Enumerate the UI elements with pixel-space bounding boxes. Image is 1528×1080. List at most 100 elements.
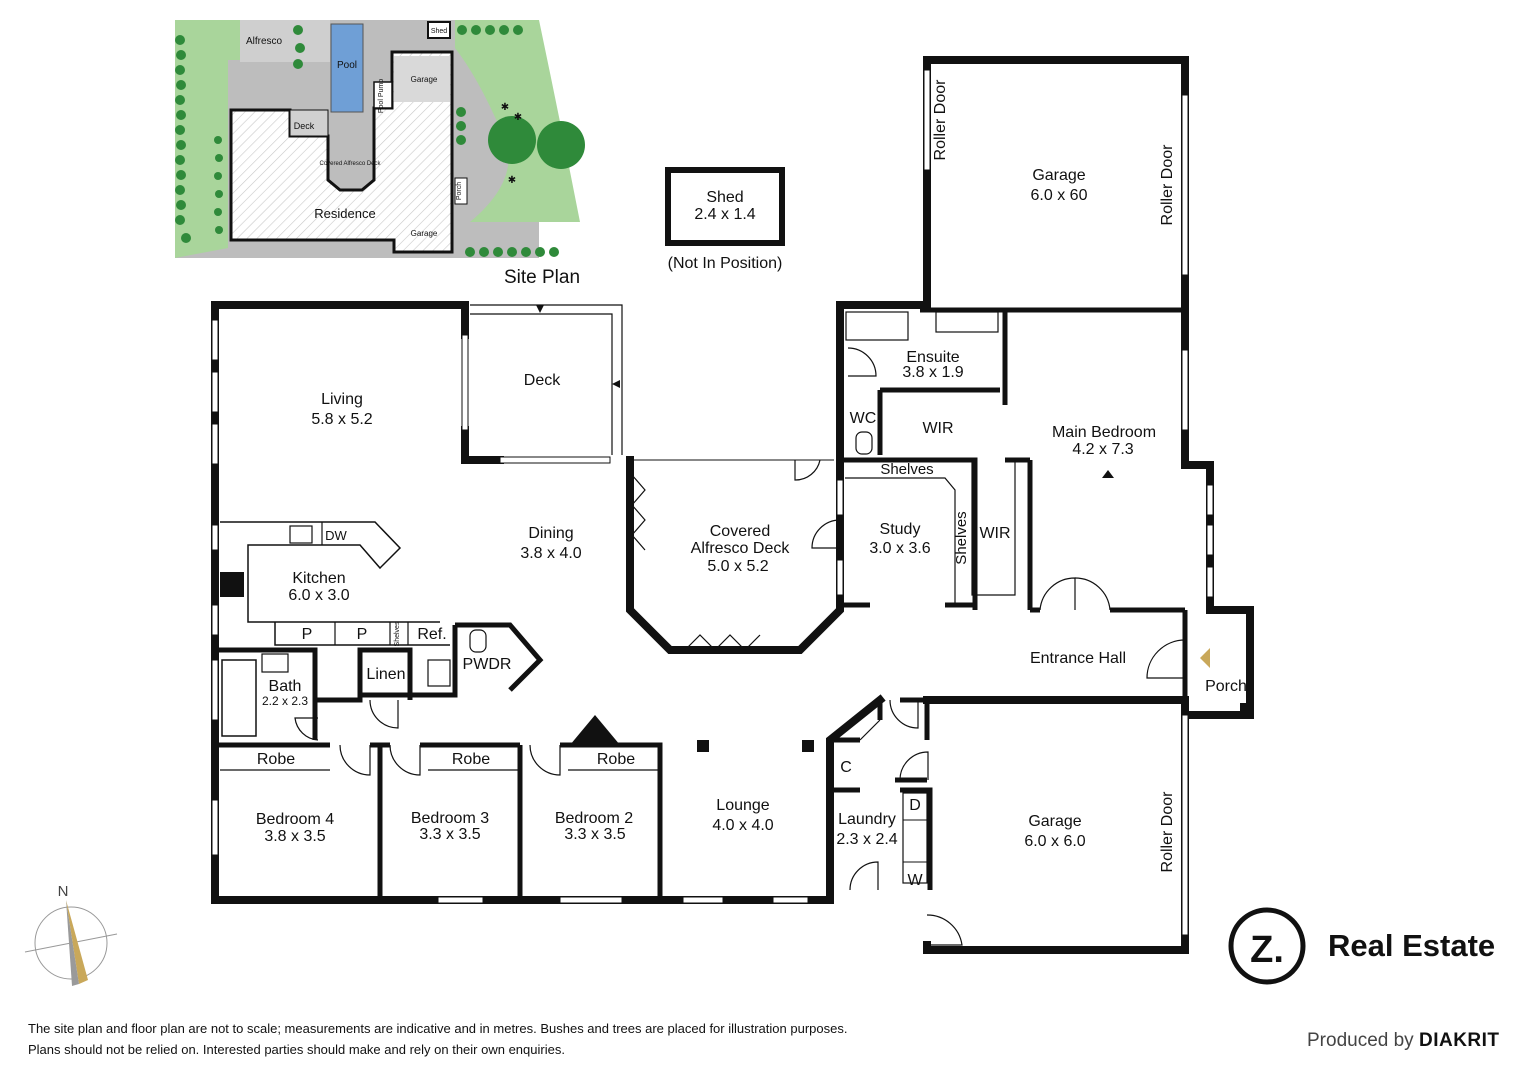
garage-top-size: 6.0 x 60 bbox=[1031, 187, 1088, 204]
alfresco-name-line1: Covered bbox=[710, 523, 770, 540]
bedroom3-robe: Robe bbox=[452, 751, 490, 768]
laundry-name: Laundry bbox=[838, 811, 896, 828]
bedroom2-size: 3.3 x 3.5 bbox=[564, 826, 625, 843]
site-label-porch: Porch bbox=[456, 182, 463, 200]
kitchen-bench bbox=[220, 521, 440, 623]
dishwasher-label: DW bbox=[325, 528, 347, 543]
deck-arrow-top bbox=[536, 305, 544, 313]
linen-name: Linen bbox=[366, 666, 405, 683]
main-bedroom-name: Main Bedroom bbox=[1052, 424, 1156, 441]
porch-name: Porch bbox=[1205, 678, 1247, 695]
bedroom2-robe: Robe bbox=[597, 751, 635, 768]
kitchen-name: Kitchen bbox=[292, 570, 345, 587]
lounge-fireplace bbox=[570, 715, 620, 745]
bedroom4-size: 3.8 x 3.5 bbox=[264, 828, 325, 845]
washer-label: W bbox=[907, 872, 923, 889]
ensuite-name: Ensuite bbox=[906, 349, 959, 366]
pwdr-basin-icon bbox=[427, 659, 451, 687]
produced-by: Produced by DIAKRIT bbox=[1307, 1030, 1500, 1052]
alfresco-name-line2: Alfresco Deck bbox=[691, 540, 791, 557]
brand-logo-letter: Z. bbox=[1250, 929, 1284, 971]
wir1-name: WIR bbox=[922, 420, 953, 437]
lounge-size: 4.0 x 4.0 bbox=[712, 817, 773, 834]
shelves-side-label: Shelves bbox=[953, 511, 970, 564]
site-plan: ✱ ✱ ✱ Alfresco Pool Shed Garage Pool Pum… bbox=[175, 20, 585, 258]
disclaimer-line-2: Plans should not be relied on. Intereste… bbox=[28, 1042, 565, 1057]
producer-name: DIAKRIT bbox=[1418, 1030, 1500, 1051]
compass-north-label: N bbox=[58, 883, 69, 900]
bedroom2-name: Bedroom 2 bbox=[555, 810, 633, 827]
produced-by-label: Produced by bbox=[1307, 1030, 1414, 1051]
site-label-residence: Residence bbox=[314, 206, 375, 221]
fridge-label: Ref. bbox=[417, 626, 446, 643]
svg-text:✱: ✱ bbox=[501, 102, 509, 113]
site-label-garage-top: Garage bbox=[411, 75, 438, 84]
lounge-name: Lounge bbox=[716, 797, 769, 814]
bedroom3-name: Bedroom 3 bbox=[411, 810, 489, 827]
disclaimer: The site plan and floor plan are not to … bbox=[28, 1018, 847, 1060]
bath-basin-icon bbox=[261, 653, 289, 673]
ensuite-size: 3.8 x 1.9 bbox=[902, 364, 963, 381]
ensuite-shower-icon bbox=[845, 311, 909, 341]
wir2-name: WIR bbox=[979, 525, 1010, 542]
site-label-covered-alfresco: Covered Alfresco Deck bbox=[319, 161, 381, 167]
pwdr-name: PWDR bbox=[463, 656, 512, 673]
shed-size: 2.4 x 1.4 bbox=[694, 206, 755, 223]
bedroom4-robe: Robe bbox=[257, 751, 295, 768]
site-label-garage-bottom: Garage bbox=[411, 229, 438, 238]
ensuite-vanity-icon bbox=[935, 311, 999, 333]
entry-arrow-icon bbox=[1200, 648, 1210, 668]
compass-icon bbox=[24, 900, 118, 986]
dining-name: Dining bbox=[528, 525, 573, 542]
bathtub-icon bbox=[221, 659, 257, 737]
svg-text:✱: ✱ bbox=[508, 175, 516, 186]
site-trees: ✱ ✱ ✱ bbox=[175, 25, 585, 257]
garage-bottom-roller-door: Roller Door bbox=[1159, 791, 1176, 873]
laundry-size: 2.3 x 2.4 bbox=[836, 831, 897, 848]
site-deck bbox=[289, 109, 329, 137]
site-label-alfresco: Alfresco bbox=[246, 36, 283, 47]
pantry-label-2: P bbox=[357, 626, 368, 643]
site-label-pool-pump: Pool Pump bbox=[378, 79, 385, 113]
dining-size: 3.8 x 4.0 bbox=[520, 545, 581, 562]
svg-text:✱: ✱ bbox=[514, 112, 522, 123]
porch-post bbox=[1240, 703, 1254, 717]
kitchen-shelves-label: Shelves bbox=[394, 621, 401, 646]
main-bedroom-size: 4.2 x 7.3 bbox=[1072, 441, 1133, 458]
garage-top-name: Garage bbox=[1032, 167, 1085, 184]
garage-bottom-name: Garage bbox=[1028, 813, 1081, 830]
bath-size: 2.2 x 2.3 bbox=[262, 694, 308, 708]
living-name: Living bbox=[321, 391, 363, 408]
shelves-top-label: Shelves bbox=[880, 461, 933, 478]
living-size: 5.8 x 5.2 bbox=[311, 411, 372, 428]
site-lawn-left bbox=[175, 20, 240, 258]
kitchen-size: 6.0 x 3.0 bbox=[288, 587, 349, 604]
site-label-shed: Shed bbox=[431, 28, 447, 35]
bedroom4-name: Bedroom 4 bbox=[256, 811, 334, 828]
brand-logo-icon bbox=[1228, 907, 1306, 985]
deck-outline bbox=[470, 304, 623, 455]
garage-top-roller-door-left: Roller Door bbox=[932, 79, 949, 161]
deck-arrow-side bbox=[612, 380, 620, 388]
doors bbox=[294, 347, 1186, 946]
wc-name: WC bbox=[850, 410, 877, 427]
disclaimer-line-1: The site plan and floor plan are not to … bbox=[28, 1021, 848, 1036]
shed-name: Shed bbox=[706, 189, 743, 206]
site-pool bbox=[330, 23, 364, 113]
site-garage-top bbox=[394, 56, 450, 102]
laundry-units bbox=[902, 792, 928, 884]
windows bbox=[211, 69, 1214, 936]
lounge-column-left bbox=[697, 740, 709, 752]
deck-name: Deck bbox=[524, 372, 561, 389]
pwdr-toilet-icon bbox=[469, 629, 487, 653]
site-label-pool: Pool bbox=[337, 60, 357, 71]
lounge-column-right bbox=[802, 740, 814, 752]
bath-name: Bath bbox=[269, 678, 302, 695]
kitchen-sink-icon bbox=[289, 525, 313, 544]
garage-bottom-size: 6.0 x 6.0 bbox=[1024, 833, 1085, 850]
site-plan-title: Site Plan bbox=[504, 267, 580, 288]
pantry-label-1: P bbox=[302, 626, 313, 643]
site-porch bbox=[454, 177, 468, 205]
site-shed bbox=[427, 21, 451, 39]
